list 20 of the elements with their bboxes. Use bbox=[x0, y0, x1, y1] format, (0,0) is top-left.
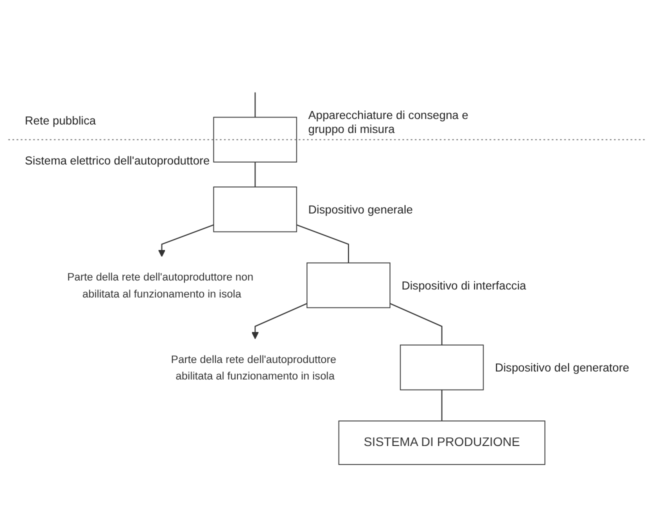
device-box bbox=[213, 116, 298, 162]
connector-line bbox=[254, 162, 256, 187]
device-caption: Dispositivo del generatore bbox=[494, 362, 630, 375]
production-system-box: SISTEMA DI PRODUZIONE bbox=[338, 420, 546, 465]
connector-line bbox=[390, 303, 442, 346]
arrow bbox=[252, 303, 308, 340]
arrow bbox=[158, 224, 214, 257]
device-caption: Dispositivo di interfaccia bbox=[402, 279, 526, 292]
network-part-label: Parte della rete dell'autoproduttore abilitata al funzionamento in isola bbox=[171, 352, 336, 382]
device-box bbox=[213, 186, 298, 232]
device-box bbox=[306, 262, 390, 308]
connector-line bbox=[296, 224, 350, 263]
zone-label: Sistema elettrico dell'autoproduttore bbox=[24, 154, 210, 168]
connector-line bbox=[441, 390, 442, 421]
device-caption: Dispositivo generale bbox=[308, 204, 413, 217]
network-part-label: Parte della rete dell'autoproduttore non abilitata al funzionamento in isola bbox=[67, 270, 254, 300]
connector-line bbox=[254, 92, 256, 118]
device-box bbox=[400, 344, 484, 390]
zone-label: Rete pubblica bbox=[24, 114, 96, 128]
device-caption: Apparecchiature di consegna e gruppo di misura bbox=[308, 108, 468, 136]
